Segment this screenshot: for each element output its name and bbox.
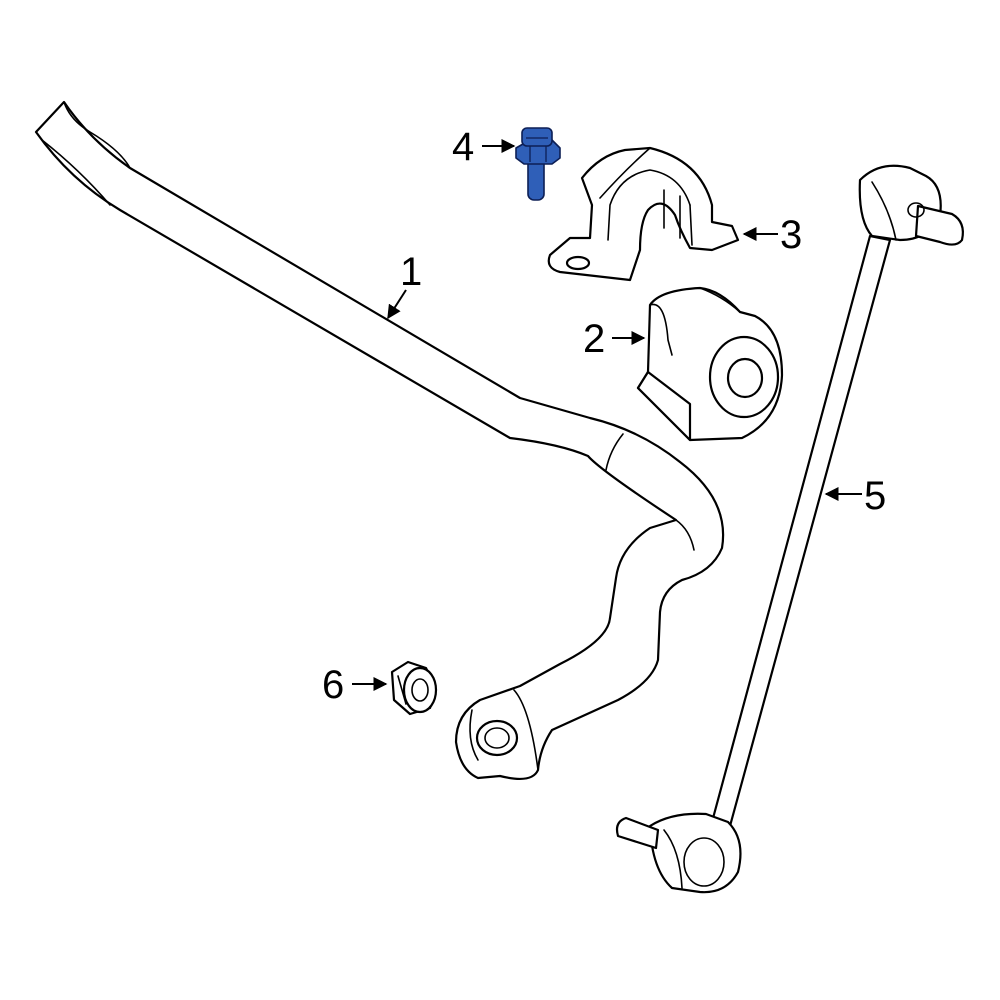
callout-2-label: 2 [583, 317, 605, 361]
callout-1: 1 [387, 250, 422, 320]
nut[interactable] [390, 660, 438, 716]
callout-6: 6 [322, 663, 388, 707]
bushing[interactable] [636, 286, 784, 442]
callout-5-label: 5 [864, 474, 886, 518]
callout-2: 2 [583, 317, 646, 361]
callout-3-label: 3 [780, 213, 802, 257]
stabilizer-link[interactable] [615, 164, 964, 894]
callout-6-label: 6 [322, 663, 344, 707]
callout-3: 3 [742, 213, 802, 257]
callout-4-label: 4 [452, 125, 474, 169]
bracket[interactable] [547, 146, 740, 282]
bolt[interactable] [515, 127, 561, 201]
callout-4: 4 [452, 125, 516, 169]
callout-1-label: 1 [400, 250, 422, 294]
stabilizer-bar[interactable] [34, 100, 725, 781]
callout-5: 5 [824, 474, 886, 518]
